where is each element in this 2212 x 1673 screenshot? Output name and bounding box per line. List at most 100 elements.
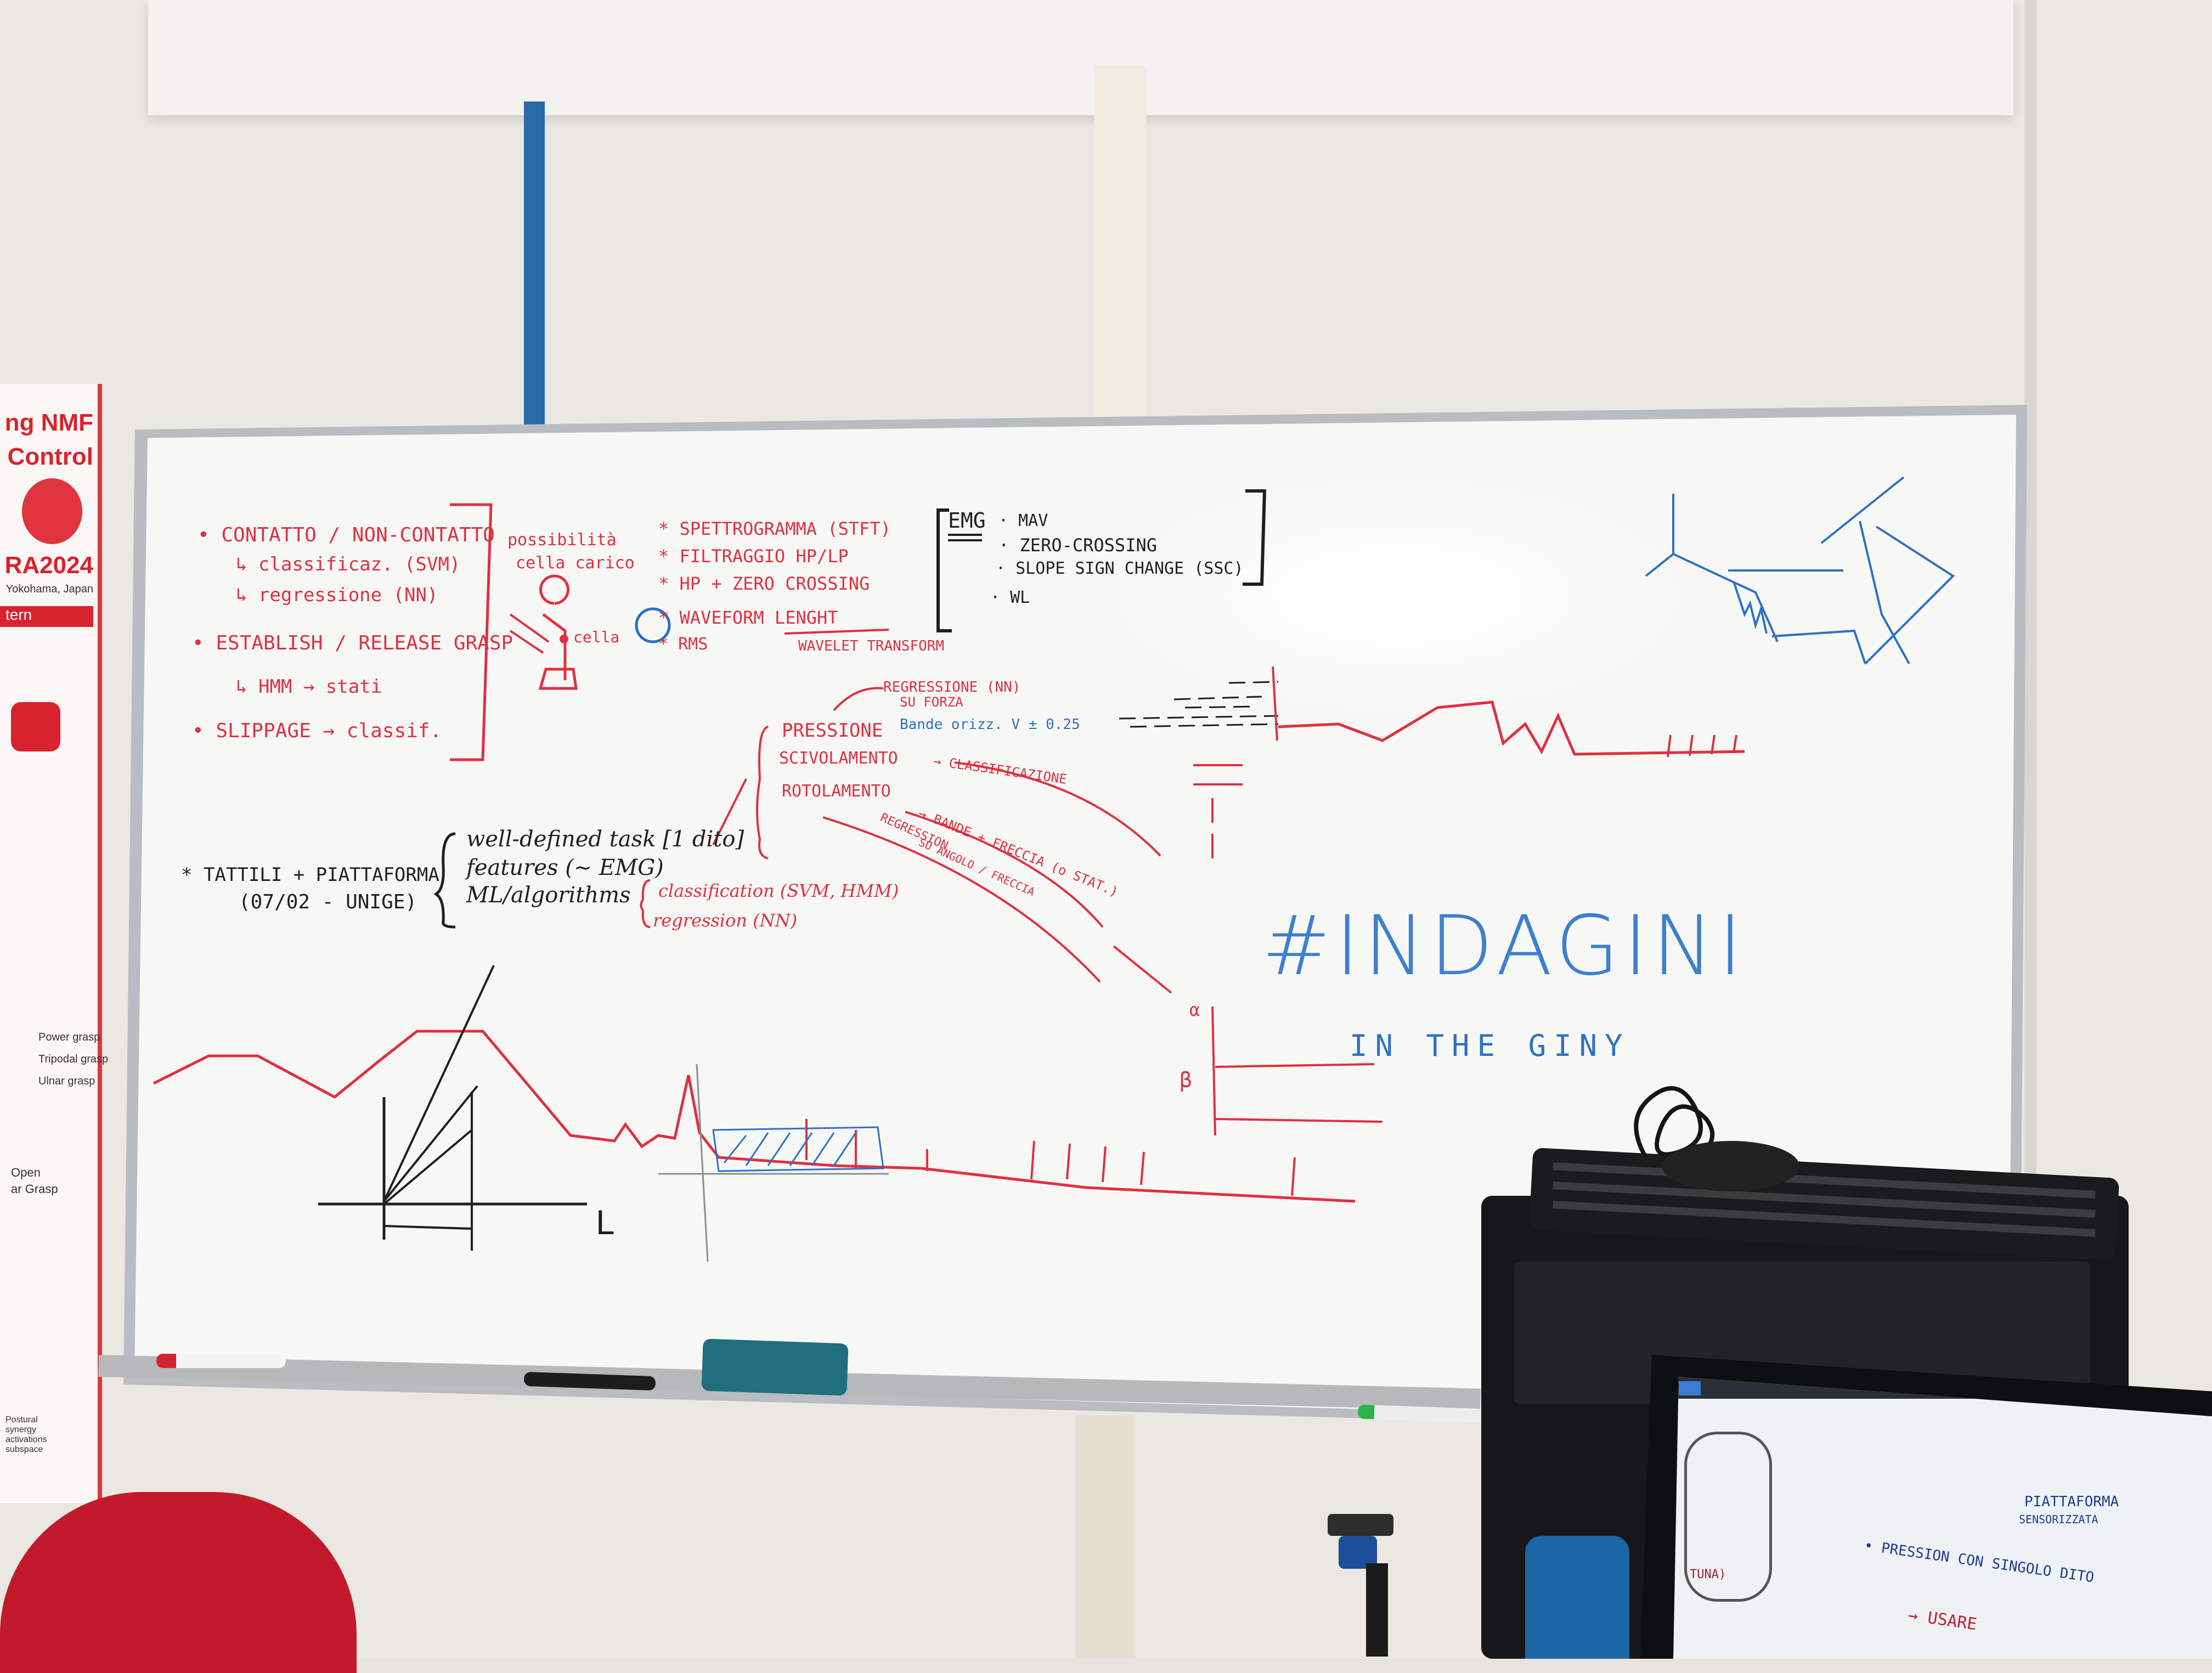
- poster-item-synergy: Postural synergy activations subspace: [5, 1415, 47, 1454]
- emg-close-bracket: [1243, 489, 1267, 586]
- red-marker[interactable]: [156, 1354, 286, 1368]
- poster-logo-icon: [22, 478, 82, 544]
- board-well-defined: well-defined task [1 dito]: [466, 827, 744, 852]
- blue-pipe: [524, 101, 545, 447]
- poster-title-line2: Control: [7, 443, 93, 470]
- board-waveform: * WAVEFORM LENGHT: [658, 607, 838, 628]
- poster-title: ng NMF Control RA2024 Yokohama, Japan: [0, 406, 93, 596]
- lower-pillar: [1075, 1415, 1136, 1659]
- board-emg-wl: · WL: [990, 588, 1030, 607]
- screen-line2: → USARE: [1906, 1606, 1978, 1635]
- board-subtitle: IN THE GINY: [1350, 1028, 1630, 1063]
- blue-spring-sketch: [1733, 581, 1768, 634]
- robotic-hand: [1306, 1514, 1448, 1659]
- blue-hatching: [723, 1132, 857, 1166]
- whiteboard-eraser[interactable]: [701, 1338, 849, 1396]
- board-ml: ML/algorithms: [466, 883, 631, 908]
- band-axis: [1272, 666, 1278, 741]
- board-emg-ssc: · SLOPE SIGN CHANGE (SSC): [996, 559, 1244, 578]
- curve-arrow-2: [905, 811, 1104, 928]
- board-establish: • ESTABLISH / RELEASE GRASP: [192, 632, 514, 654]
- small-plot-width-arrow: [383, 1225, 472, 1230]
- board-hashtag: #INDAGINI: [1262, 898, 1747, 994]
- screen-app-icon[interactable]: [1679, 1381, 1701, 1395]
- curve-arrow-3: [822, 816, 1101, 983]
- monitor-screen[interactable]: TUNA) PIATTAFORMA SENSORIZZATA • PRESSIO…: [1673, 1377, 2212, 1659]
- signal-bottom: [153, 1030, 1356, 1203]
- faint-axis: [658, 1064, 889, 1262]
- board-su-forza: SU FORZA: [900, 694, 963, 710]
- signal-top-right: [1278, 700, 1745, 756]
- board-rms: * RMS: [658, 635, 708, 654]
- board-possibilita: possibilità: [507, 530, 617, 550]
- curve-arrow-1: [954, 761, 1161, 857]
- board-bande-orizz: Bande orizz. V ± 0.25: [900, 716, 1080, 733]
- board-emg-mav: · MAV: [998, 511, 1048, 530]
- board-cella-label: cella: [573, 628, 620, 646]
- screen-title-line1: PIATTAFORMA: [2024, 1494, 2119, 1510]
- emg-open-bracket: [936, 508, 952, 632]
- board-regressione: ↳ regressione (NN): [236, 584, 438, 606]
- poster-item-power: Power grasp: [38, 1031, 100, 1043]
- arrow-regression: [833, 687, 884, 711]
- board-scivolamento: SCIVOLAMENTO: [779, 749, 898, 768]
- water-bottle: [1525, 1536, 1629, 1659]
- board-filtraggio: * FILTRAGGIO HP/LP: [658, 546, 849, 567]
- load-cell-sketch: [538, 574, 578, 690]
- screen-side-label: TUNA): [1690, 1568, 1726, 1581]
- poster-item-ulnar: Ulnar grasp: [38, 1075, 95, 1087]
- board-regression: regression (NN): [653, 910, 798, 931]
- wavelet-underline: [784, 629, 889, 635]
- emg-underline: [948, 534, 982, 541]
- ab-axis-vertical: [1211, 1006, 1216, 1136]
- wall-pillar: [1094, 66, 1147, 439]
- board-tattili: * TATTILI + PIATTAFORMA: [181, 864, 439, 886]
- board-emg-title: EMG: [948, 508, 986, 533]
- category-brace: [756, 726, 769, 860]
- waveform-circle: [635, 607, 671, 643]
- ml-brace: [640, 879, 651, 928]
- poster-section: tern: [5, 606, 32, 623]
- board-hmm: ↳ HMM → stati: [236, 676, 382, 698]
- poster-location: Yokohama, Japan: [5, 583, 93, 595]
- conference-poster: [0, 384, 102, 1503]
- arrow-to-categories: [712, 778, 747, 845]
- board-regressione-nn: REGRESSIONE (NN): [883, 679, 1021, 696]
- small-plot-axes: [318, 1097, 587, 1240]
- board-rotolamento: ROTOLAMENTO: [782, 782, 891, 801]
- load-cell-hatching: [509, 613, 550, 654]
- board-date: (07/02 - UNIGE): [239, 891, 417, 913]
- small-plot-lines: [383, 965, 495, 1205]
- blue-hatch-region: [712, 1126, 884, 1172]
- board-axis-l: L: [595, 1204, 616, 1242]
- load-cell-dot: [560, 635, 568, 643]
- board-classificaz: ↳ classificaz. (SVM): [236, 553, 461, 575]
- blue-hand-sketch: [1645, 476, 1955, 665]
- left-bracket: [450, 503, 493, 761]
- poster-item-open: Open: [11, 1166, 41, 1179]
- board-wavelet: WAVELET TRANSFORM: [798, 638, 945, 654]
- board-alpha: α: [1189, 999, 1200, 1020]
- ab-axis-line-2: [1215, 1118, 1383, 1123]
- poster-title-line3: RA2024: [4, 552, 93, 579]
- board-pressione: PRESSIONE: [782, 720, 883, 742]
- board-emg-zero: · ZERO-CROSSING: [998, 535, 1157, 556]
- arrow-to-alpha: [1113, 945, 1172, 994]
- screen-line1: • PRESSION CON SINGOLO DITO: [1863, 1538, 2095, 1586]
- mouse[interactable]: [1662, 1141, 1799, 1191]
- poster-title-line1: ng NMF: [4, 409, 93, 436]
- ab-axis-line-1: [1215, 1063, 1375, 1068]
- board-beta: β: [1180, 1068, 1192, 1092]
- board-cella-carico: cella carico: [516, 553, 635, 573]
- horizontal-bands: [1119, 681, 1279, 728]
- poster-device-icon: [11, 702, 60, 751]
- screen-sketch-oval: [1684, 1432, 1772, 1602]
- board-classification: classification (SVM, HMM): [658, 880, 899, 901]
- overhead-shelf: [148, 0, 2013, 115]
- poster-item-tripodal: Tripodal grasp: [38, 1053, 109, 1065]
- red-chair: [0, 1492, 357, 1673]
- board-hp-zero: * HP + ZERO CROSSING: [658, 573, 870, 594]
- board-spettrogramma: * SPETTROGRAMMA (STFT): [658, 518, 891, 539]
- poster-section-bar: tern: [0, 606, 93, 627]
